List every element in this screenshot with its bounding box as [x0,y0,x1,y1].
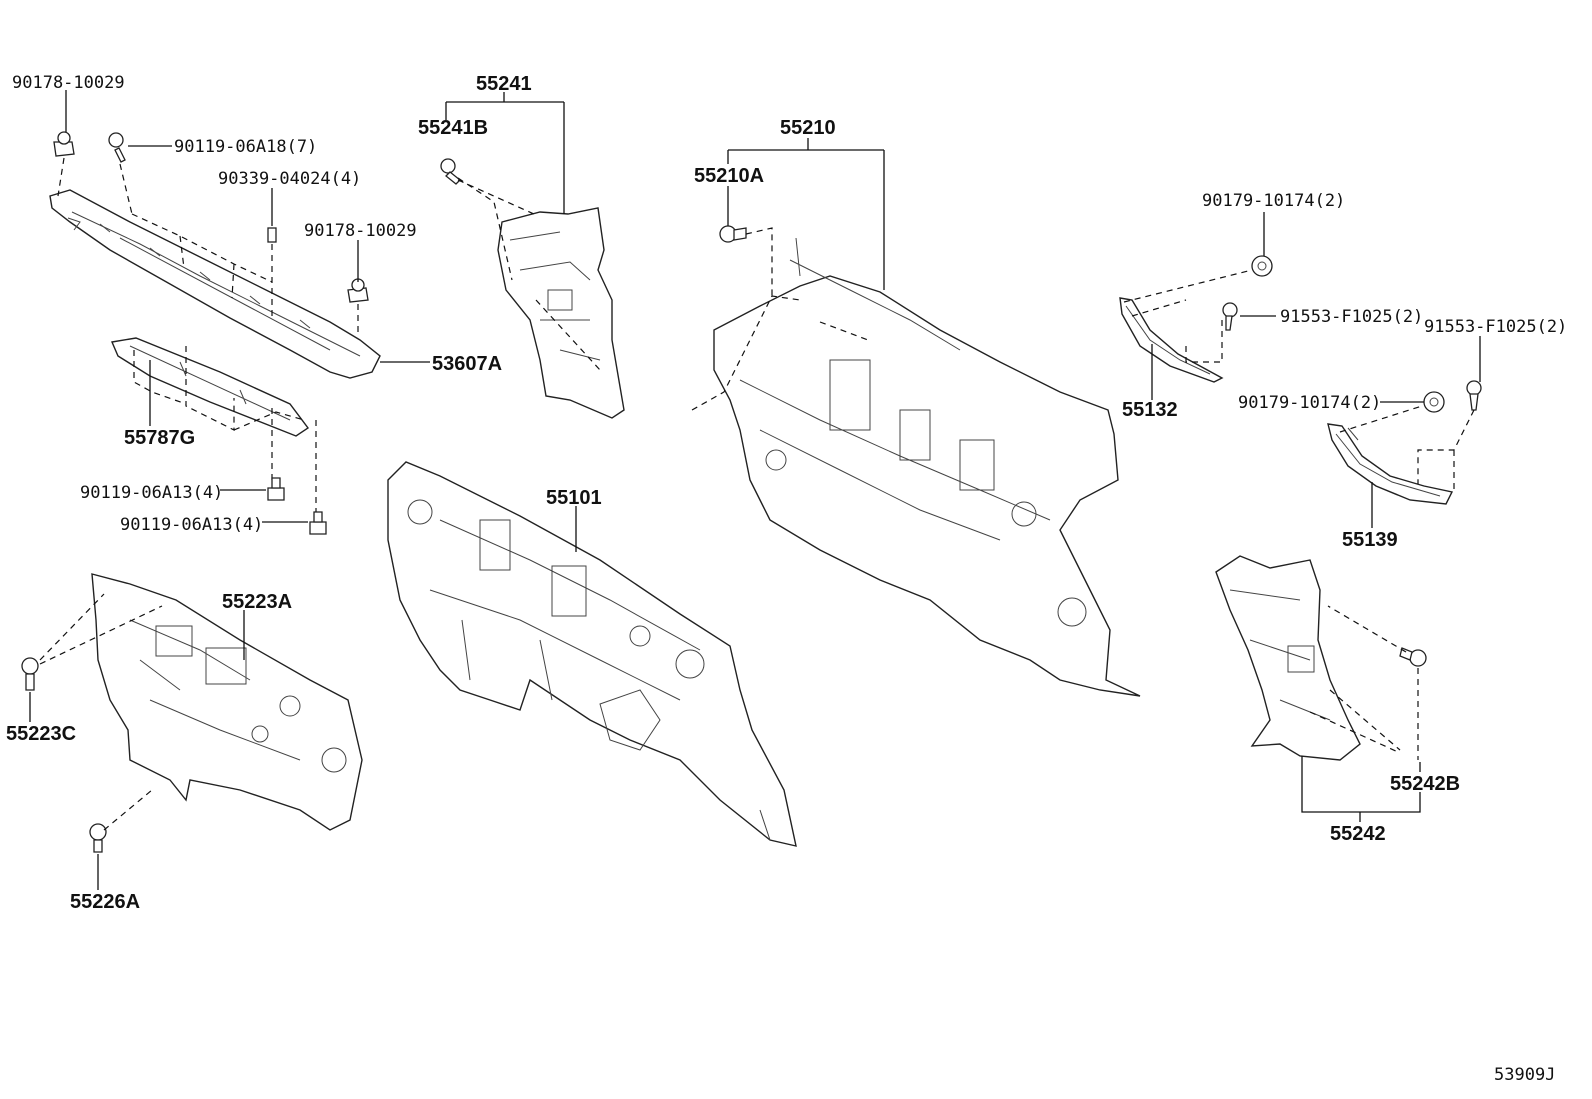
diagram-code: 53909J [1494,1065,1555,1085]
silencer-55223a[interactable] [91,573,363,831]
label-90119-06a13-b: 90119-06A13(4) [120,515,263,535]
label-55242: 55242 [1330,823,1386,845]
clip-55226a[interactable] [89,823,107,853]
clip-55242b[interactable] [1399,647,1427,667]
dash-panel-55101[interactable] [387,461,797,847]
bolt-90119-06A13-a[interactable] [267,477,285,501]
cowl-panel-53607a[interactable] [49,189,381,379]
nut-90179-10174-b[interactable] [1423,391,1445,413]
label-55241b: 55241B [418,117,488,139]
nut-90179-10174-a[interactable] [1251,255,1273,277]
label-55101: 55101 [546,487,602,509]
label-55139: 55139 [1342,529,1398,551]
label-55241: 55241 [476,73,532,95]
label-55242b: 55242B [1390,773,1460,795]
label-90119-06a13-a: 90119-06A13(4) [80,483,223,503]
insulator-55241[interactable] [497,207,625,419]
label-90178-10029-a: 90178-10029 [12,73,125,93]
label-55210a: 55210A [694,165,764,187]
silencer-55210[interactable] [713,237,1141,697]
label-55223a: 55223A [222,591,292,613]
leader-lines [29,90,1481,890]
clip-90339-04024[interactable] [267,227,277,243]
label-90339-04024: 90339-04024(4) [218,169,361,189]
label-55210: 55210 [780,117,836,139]
label-90178-10029-b: 90178-10029 [304,221,417,241]
shield-55787g[interactable] [111,337,310,437]
label-91553-f1025-b: 91553-F1025(2) [1424,317,1567,337]
bolt-91553-F1025-b[interactable] [1466,380,1482,411]
label-90179-10174-a: 90179-10174(2) [1202,191,1345,211]
label-55787g: 55787G [124,427,195,449]
clip-55223c[interactable] [21,657,39,691]
bolt-90119-06A18[interactable] [108,132,126,163]
label-55223c: 55223C [6,723,76,745]
shield-55132[interactable] [1119,297,1224,383]
nut-90178-10029-b[interactable] [347,278,369,303]
label-53607a: 53607A [432,353,502,375]
label-90179-10174-b: 90179-10174(2) [1238,393,1381,413]
insulator-55242[interactable] [1215,555,1361,761]
label-91553-f1025-a: 91553-F1025(2) [1280,307,1423,327]
bolt-90119-06A13-b[interactable] [309,511,327,535]
bolt-91553-F1025-a[interactable] [1222,302,1238,331]
clip-55210a[interactable] [719,225,747,243]
clip-55241b[interactable] [440,158,461,185]
label-55132: 55132 [1122,399,1178,421]
shield-55139[interactable] [1327,423,1454,505]
nut-90178-10029-a[interactable] [53,131,75,157]
label-55226a: 55226A [70,891,140,913]
label-90119-06a18: 90119-06A18(7) [174,137,317,157]
